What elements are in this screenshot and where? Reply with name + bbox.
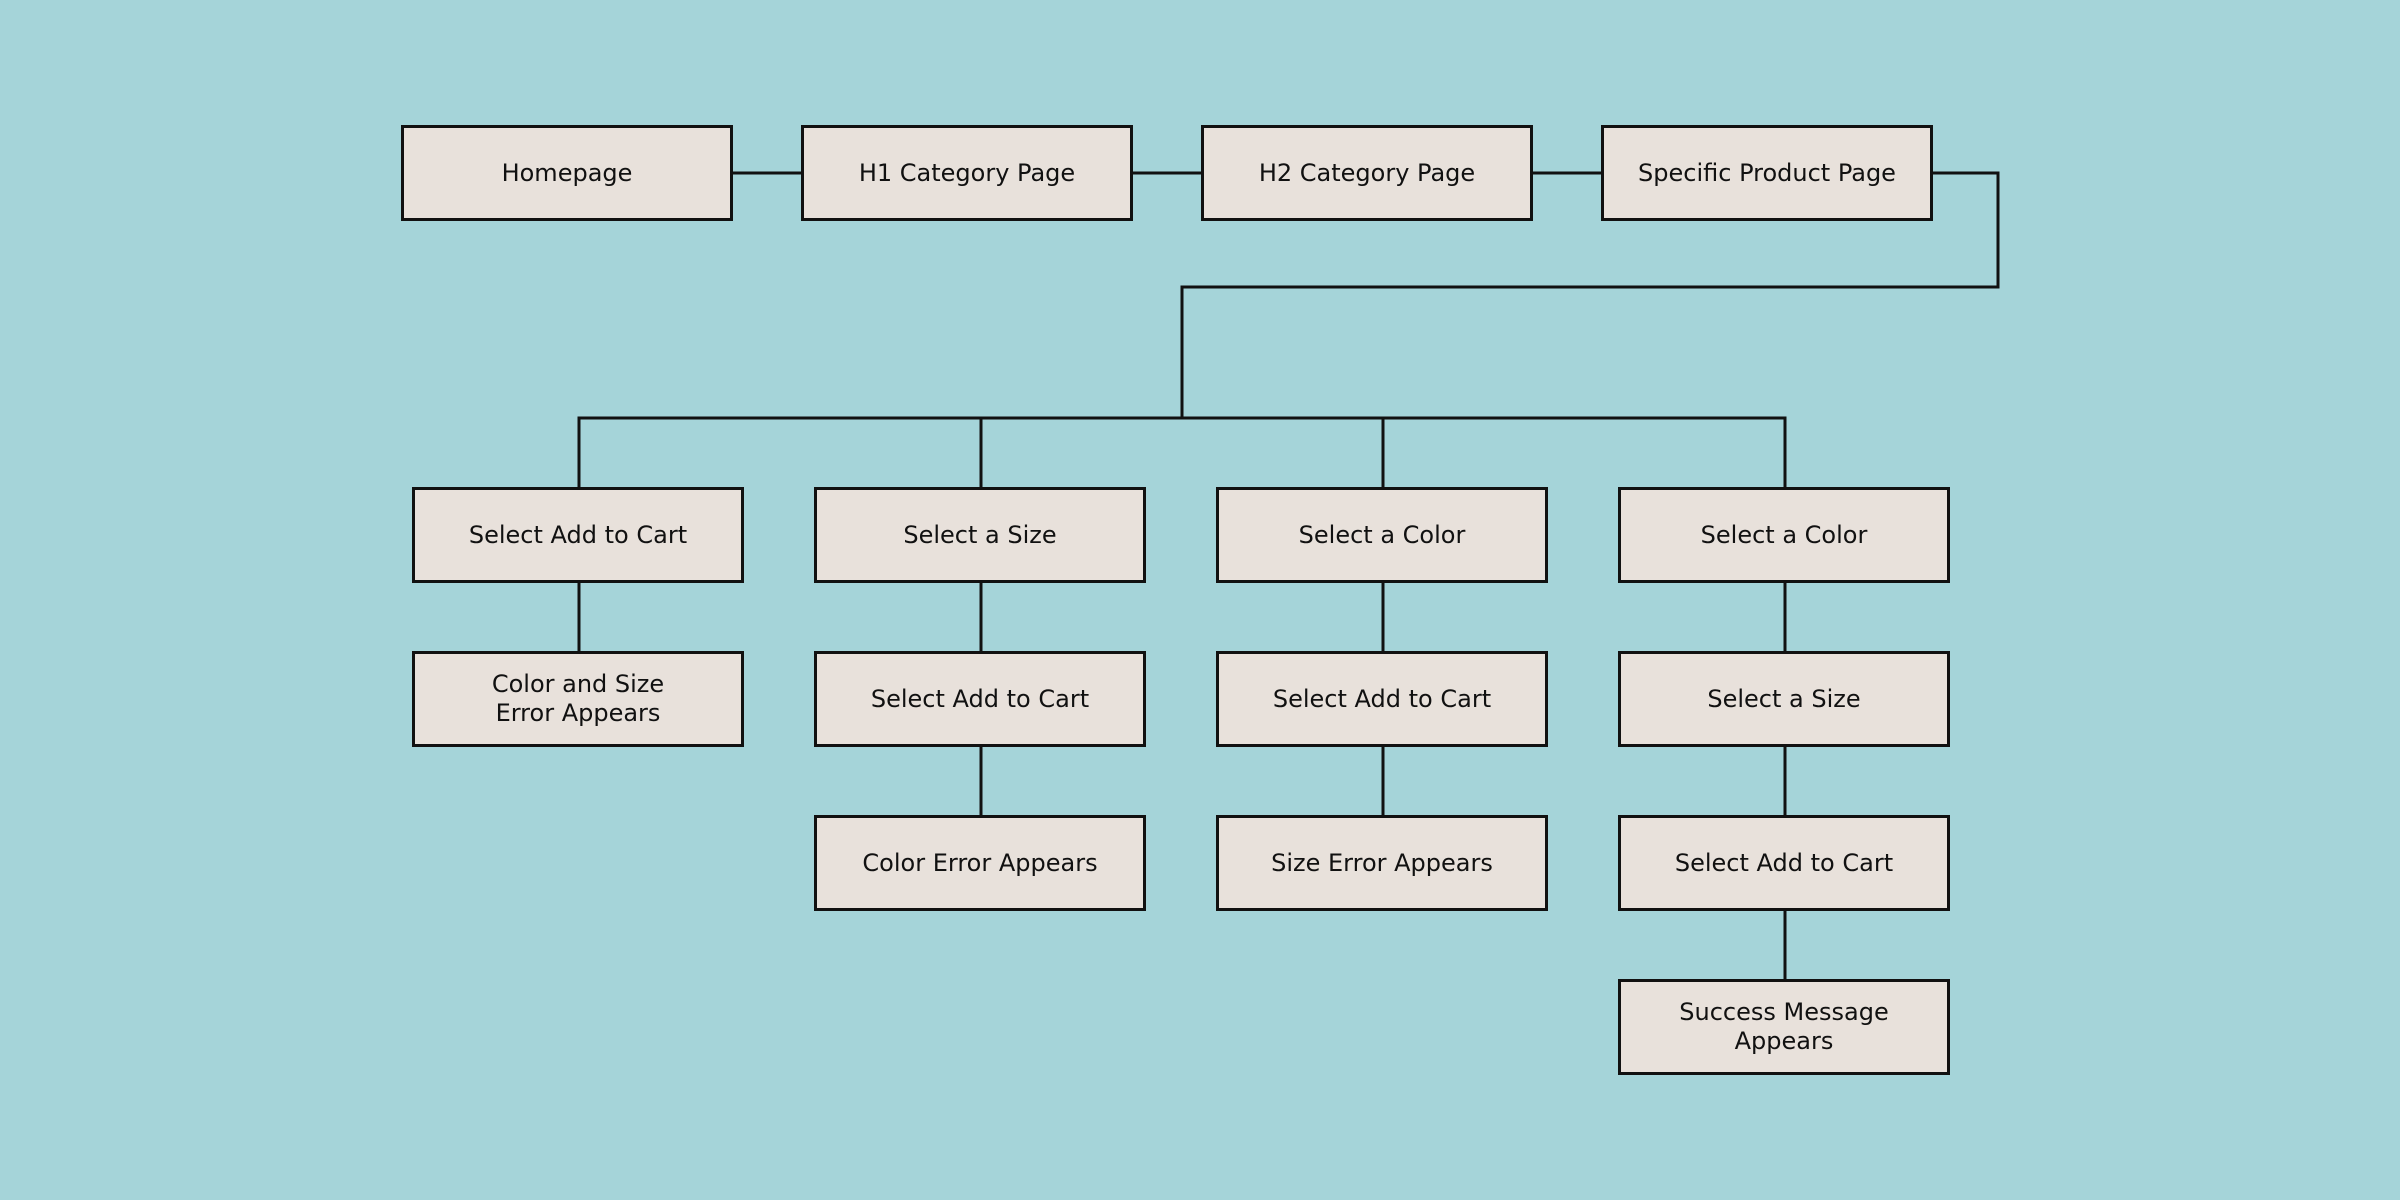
node-homepage: Homepage xyxy=(401,125,733,221)
node-label: Select Add to Cart xyxy=(1674,848,1894,877)
node-label: Select Add to Cart xyxy=(1272,684,1492,713)
node-label: Homepage xyxy=(501,158,633,187)
node-h1-category-page: H1 Category Page xyxy=(801,125,1133,221)
node-col4-select-add-to-cart: Select Add to Cart xyxy=(1618,815,1950,911)
node-col1-select-add-to-cart: Select Add to Cart xyxy=(412,487,744,583)
node-col3-select-color: Select a Color xyxy=(1216,487,1548,583)
node-h2-category-page: H2 Category Page xyxy=(1201,125,1533,221)
node-label: Select a Size xyxy=(1707,684,1861,713)
node-label: Specific Product Page xyxy=(1638,158,1896,187)
node-label: Select a Color xyxy=(1298,520,1466,549)
node-label: Select a Size xyxy=(903,520,1057,549)
node-col2-select-add-to-cart: Select Add to Cart xyxy=(814,651,1146,747)
node-specific-product-page: Specific Product Page xyxy=(1601,125,1933,221)
node-col3-select-add-to-cart: Select Add to Cart xyxy=(1216,651,1548,747)
node-col4-select-size: Select a Size xyxy=(1618,651,1950,747)
node-col3-size-error: Size Error Appears xyxy=(1216,815,1548,911)
node-label: Color Error Appears xyxy=(862,848,1098,877)
node-col2-color-error: Color Error Appears xyxy=(814,815,1146,911)
node-label: Select a Color xyxy=(1700,520,1868,549)
node-label: Select Add to Cart xyxy=(468,520,688,549)
node-label: H2 Category Page xyxy=(1258,158,1476,187)
connector-product-branch xyxy=(1180,171,2000,420)
node-label: Color and Size Error Appears xyxy=(491,670,665,727)
node-label: Size Error Appears xyxy=(1271,848,1493,877)
node-col4-success-message: Success Message Appears xyxy=(1618,979,1950,1075)
node-col4-select-color: Select a Color xyxy=(1618,487,1950,583)
node-col1-color-and-size-error: Color and Size Error Appears xyxy=(412,651,744,747)
node-label: Select Add to Cart xyxy=(870,684,1090,713)
node-label: H1 Category Page xyxy=(858,158,1076,187)
node-col2-select-size: Select a Size xyxy=(814,487,1146,583)
node-label: Success Message Appears xyxy=(1679,998,1889,1055)
